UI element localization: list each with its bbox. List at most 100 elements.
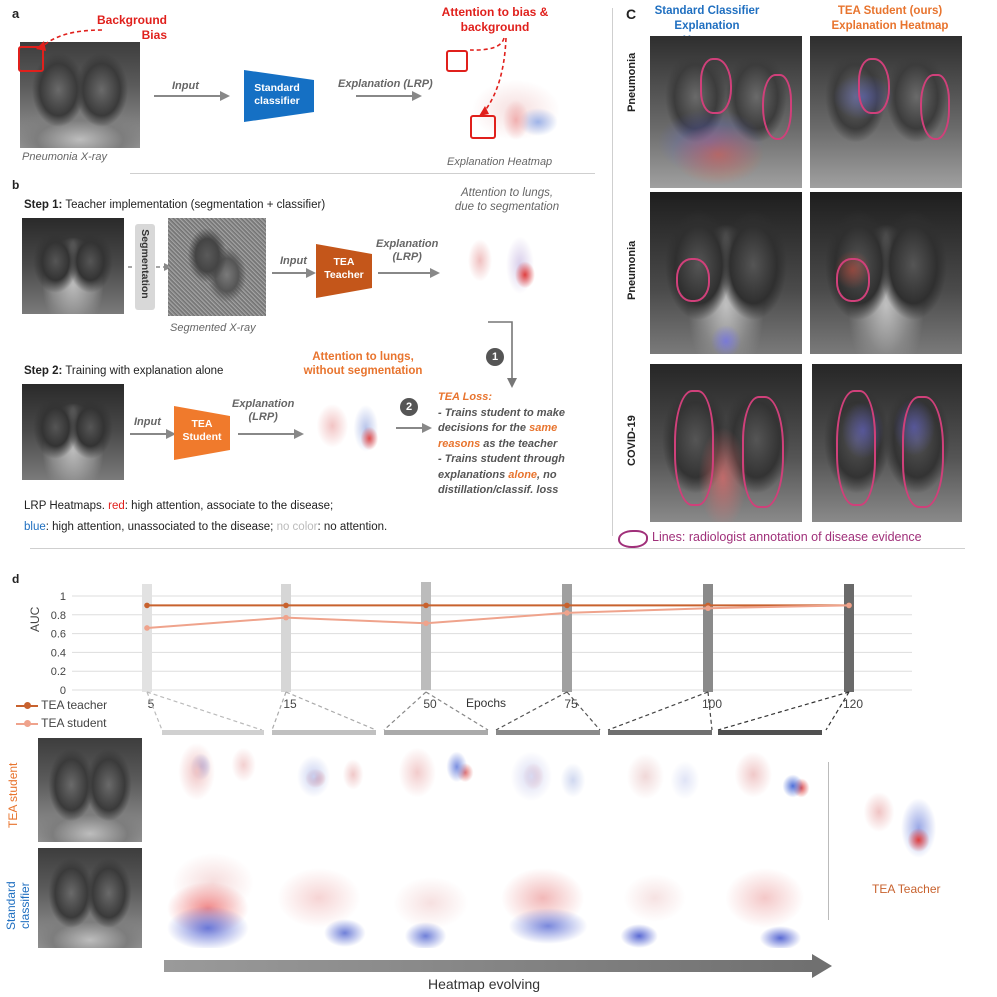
d-standard-heatmap-ep15 [272,848,376,948]
d-student-heatmap-ep120 [718,738,822,834]
y-tick-label: 1 [60,591,66,603]
epoch-bar [703,584,713,692]
tea-teacher-block [316,244,372,298]
c-row2-standard-image [650,192,802,354]
d-teacher-heatmap [846,772,956,872]
step-circle-2: 2 [400,398,418,416]
step1-heading: Step 1: Teacher implementation (segmenta… [24,199,325,211]
data-point-student [144,625,150,631]
d-standard-heatmap-ep120 [718,848,822,948]
heatmap-caption-a: Explanation Heatmap [447,156,553,168]
c-row3-standard-annot-b [742,396,784,508]
d-student-heatmap-ep100 [608,738,712,834]
c-row1-standard-annot-a [700,58,732,114]
d-standard-heatmap-ep75 [496,848,600,948]
bias-highlight-box [18,46,44,72]
tea-loss-line3a: reasons [438,437,481,450]
col1-line1: Standard Classifier [654,5,760,17]
panel-b-letter: b [12,178,20,192]
standard-classifier-block [244,70,314,122]
explanation-arrow-b1 [378,268,440,278]
d-student-heatmap-ep5 [162,738,264,834]
student-line1: TEA [191,418,213,430]
input-label-a: Input [172,80,199,92]
input-arrow-b2 [130,429,176,439]
x-tick-label: 100 [702,697,722,711]
data-point-student [846,602,852,609]
y-tick-label: 0 [60,685,66,697]
heatmap-evolving-caption: Heatmap evolving [428,976,541,992]
c-row3-standard-annot-a [674,390,714,506]
d-standard-heatmap-ep100 [608,848,712,948]
attention-line2: background [460,20,530,34]
teacher-line1: TEA [333,256,355,268]
x-tick-label: 120 [843,697,863,711]
heatmap-bias-box-top [446,50,468,72]
student-heatmap-b [306,388,394,472]
d-student-heatmap-ep75 [496,738,600,834]
y-tick-label: 0.4 [51,647,66,659]
step1-xray-image [22,218,124,314]
explanation-label-b1: Explanation (LRP) [376,238,438,264]
bias-dashed-arrow [36,29,103,51]
y-tick-label: 0.6 [51,629,66,641]
col-student-header: TEA Student (ours) Explanation Heatmap [810,4,970,34]
tea-loss-line5a: explanations [438,468,509,481]
legend-red-word: red [108,500,125,512]
attention-line1: Attention to bias & [441,5,549,19]
x-axis-label: Epochs [466,696,507,710]
c-row1-student-annot-a [858,58,890,114]
background-bias-label: Background Bias [92,13,167,43]
step2-heading: Step 2: Training with explanation alone [24,365,223,377]
x-tick-label: 15 [283,697,297,711]
lrp-legend: LRP Heatmaps. red: high attention, assoc… [24,496,387,538]
panel-c-letter: C [626,6,637,22]
data-point-teacher [564,602,570,609]
x-tick-label: 50 [423,697,437,711]
tea-teacher-label: TEA Teacher [316,256,372,282]
segmented-caption: Segmented X-ray [170,322,256,334]
heatmap-evolving-arrow [164,954,832,978]
col2-line1: TEA Student (ours) [837,5,943,17]
data-point-teacher [283,602,289,609]
lungs-noseg-line1: Attention to lungs, [312,351,414,363]
x-tick-label: 75 [564,697,578,711]
annotation-legend-text: Lines: radiologist annotation of disease… [652,530,922,544]
explanation-arrow-a [356,91,422,101]
segmentation-block [135,224,155,310]
legend-student-label: TEA student [41,716,107,730]
explanation-lrp-label-a: Explanation (LRP) [338,78,433,90]
explanation-b1-line1: Explanation [376,238,439,250]
input-arrow-a [154,91,230,101]
lungs-noseg-label: Attention to lungs, without segmentation [298,350,428,378]
student-to-loss-arrow [396,423,432,433]
d-standard-heatmap-ep5 [162,848,264,948]
tea-student-block [174,406,230,460]
legend-student: TEA student [16,716,107,730]
attention-dashed-arrows [469,37,507,116]
panel-a-letter: a [12,6,20,21]
row-standard-label: Standard classifier [4,881,32,930]
d-standard-xray [38,848,142,948]
tea-loss-line4: - Trains student through [438,453,565,465]
tea-loss-line3b: as the teacher [480,437,558,450]
bias-label-line2: Bias [141,28,167,42]
col2-line2: Explanation Heatmap [831,20,949,32]
legend-l2b: : high attention, unassociated to the di… [45,521,277,533]
student-line2: Student [182,431,222,443]
xray-caption: Pneumonia X-ray [22,151,107,163]
step1-text: Teacher implementation (segmentation + c… [62,199,326,211]
classifier-line1: Standard [254,82,300,94]
c-row2-standard-annot [676,258,710,302]
step1-bold: Step 1: [24,199,63,211]
bias-label-line1: Background [96,13,167,27]
divider-b-c [612,8,613,536]
row-standard-line1: Standard [4,881,18,930]
explanation-b2-line1: Explanation [232,398,295,410]
annotation-legend-swatch [618,530,648,548]
lungs-noseg-line2: without segmentation [303,365,423,377]
teacher-line2: Teacher [324,269,364,281]
legend-l1c: : high attention, associate to the disea… [124,500,334,512]
epoch-bar [844,584,854,692]
d-student-heatmap-ep50 [384,738,488,834]
